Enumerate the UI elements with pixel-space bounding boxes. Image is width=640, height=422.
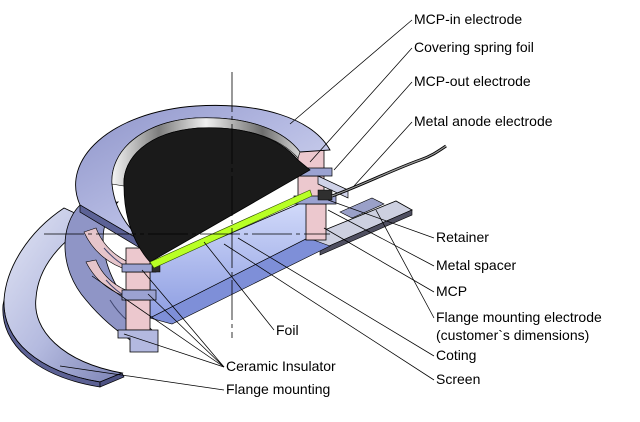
label-retainer: Retainer <box>436 229 489 245</box>
label-coting: Coting <box>436 347 477 363</box>
label-mcp-in-electrode: MCP-in electrode <box>414 11 523 27</box>
mcp-disk <box>123 127 313 269</box>
flange-mounting-electrode-plate <box>299 197 413 256</box>
label-metal-spacer: Metal spacer <box>436 257 517 273</box>
label-foil: Foil <box>276 322 299 338</box>
label-ceramic-insulator: Ceramic Insulator <box>226 358 336 374</box>
leader-ceramic-3 <box>123 333 225 368</box>
leader-foil <box>203 241 275 331</box>
coating-layer <box>149 189 313 269</box>
leader-screen <box>223 243 435 381</box>
label-flange-mounting: Flange mounting <box>226 381 331 397</box>
label-screen: Screen <box>436 371 481 387</box>
label-mcp-out-electrode: MCP-out electrode <box>414 73 531 89</box>
leader-flange-mounting <box>59 365 225 391</box>
leader-metal-anode <box>353 121 413 187</box>
leader-flange-mounting-electrode <box>375 209 435 319</box>
leader-metal-spacer <box>327 209 435 267</box>
label-covering-spring-foil: Covering spring foil <box>414 39 534 55</box>
leader-coting <box>237 237 435 357</box>
leader-ceramic-4 <box>91 275 225 368</box>
label-metal-anode-electrode: Metal anode electrode <box>414 113 553 129</box>
leader-ceramic-2 <box>147 293 225 368</box>
leader-mcp <box>323 227 435 293</box>
leader-mcp-out <box>333 81 413 171</box>
label-mcp: MCP <box>436 283 468 299</box>
center-axis-lines <box>44 72 330 338</box>
metal-anode-wire <box>331 144 447 198</box>
label-flange-mounting-electrode: Flange mounting electrode <box>436 309 602 325</box>
leader-ceramic-1 <box>141 269 225 368</box>
leader-mcp-in <box>289 19 413 125</box>
leader-lines <box>59 19 435 391</box>
label-customer-dimensions: (customer`s dimensions) <box>436 327 590 343</box>
leader-covering-spring-foil <box>309 47 413 163</box>
